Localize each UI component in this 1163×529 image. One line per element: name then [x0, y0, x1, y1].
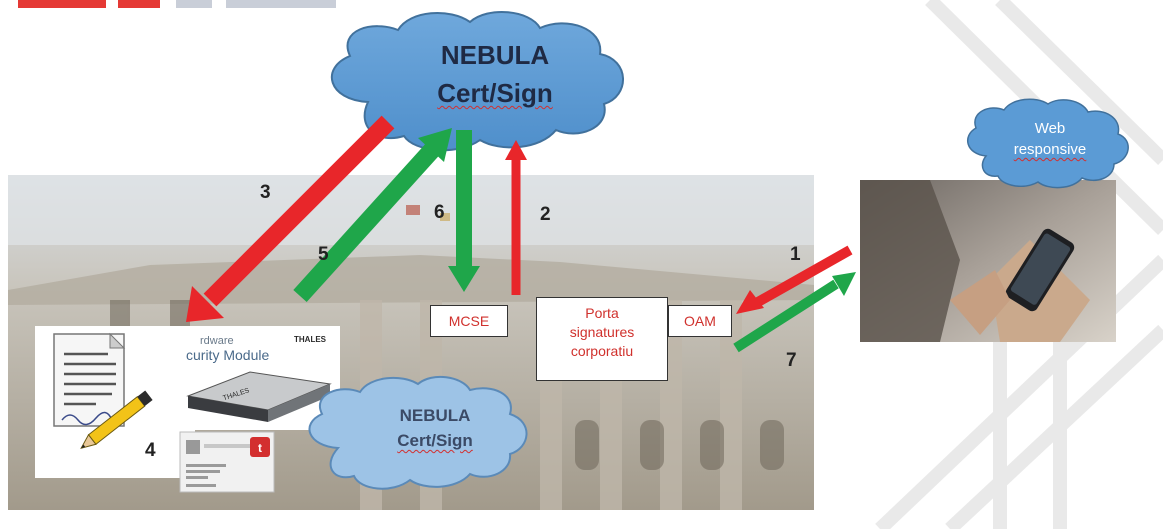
- step-2-label: 2: [540, 204, 551, 225]
- thales-logo-text: THALES: [294, 335, 327, 344]
- hsm-illustration: rdware curity Module THALES THALES: [180, 326, 340, 430]
- smart-card-image: t: [179, 431, 275, 493]
- step-6-label: 6: [434, 202, 445, 223]
- arrow-step-7: [733, 272, 856, 353]
- web-responsive-cloud: [966, 98, 1129, 189]
- hsm-title-fragment: curity Module: [186, 347, 269, 363]
- oam-label: OAM: [684, 313, 716, 329]
- step-3-label: 3: [260, 182, 271, 203]
- svg-text:t: t: [258, 441, 262, 455]
- nebula-main-line1: NEBULA: [440, 40, 550, 70]
- arrow-step-6: [448, 130, 480, 292]
- nebula-cloud-secondary: [308, 375, 528, 490]
- mcse-label: MCSE: [448, 313, 490, 329]
- porta-line3: corporatiu: [570, 343, 634, 359]
- porta-line1: Porta: [585, 305, 619, 321]
- porta-line2: signatures: [569, 324, 635, 340]
- step-5-label: 5: [318, 244, 329, 265]
- nebula-cloud-secondary-label: NEBULA Cert/Sign: [355, 403, 515, 453]
- arrow-step-2: [505, 140, 527, 295]
- oam-box: OAM: [668, 305, 732, 337]
- smartphone-user-image: [860, 180, 1116, 342]
- arrow-step-5: [293, 128, 452, 303]
- step-4-label: 4: [145, 440, 156, 461]
- hsm-label-fragment: rdware: [200, 335, 234, 347]
- nebula-secondary-line2: Cert/Sign: [397, 431, 473, 450]
- porta-signatures-box: Porta signatures corporatiu: [536, 297, 668, 381]
- web-responsive-label: Web responsive: [990, 118, 1110, 160]
- arrow-step-1: [736, 245, 853, 314]
- nebula-cloud-main-label: NEBULA Cert/Sign: [380, 36, 610, 112]
- nebula-secondary-line1: NEBULA: [399, 406, 471, 425]
- web-line2: responsive: [1013, 141, 1087, 158]
- signed-document-illustration: [35, 326, 195, 478]
- arrow-step-3: [186, 115, 395, 322]
- title-fragment: [18, 0, 106, 8]
- city-hall-background-image: [8, 175, 814, 510]
- web-line1: Web: [1034, 120, 1066, 137]
- mcse-box: MCSE: [430, 305, 508, 337]
- step-1-label: 1: [790, 244, 801, 265]
- nebula-main-line2: Cert/Sign: [437, 78, 553, 108]
- step-7-label: 7: [786, 350, 797, 371]
